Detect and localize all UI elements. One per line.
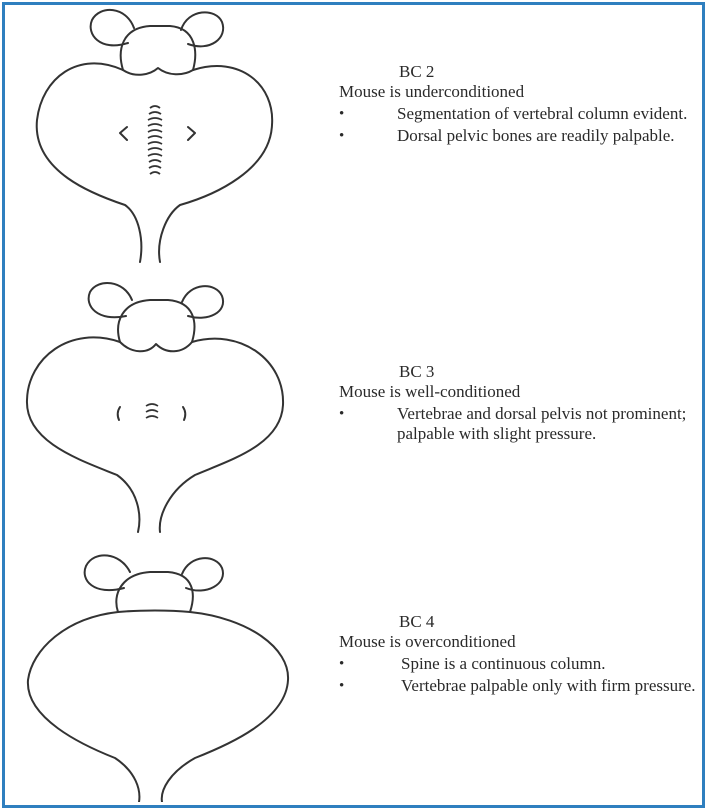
condition-row-bc4: BC 4 Mouse is overconditioned • Spine is… — [0, 540, 711, 802]
condition-description-bc3: BC 3 Mouse is well-conditioned • Vertebr… — [339, 362, 697, 444]
condition-bullet: • Spine is a continuous column. — [339, 654, 703, 674]
bullet-icon: • — [339, 126, 349, 146]
condition-bullet-list: • Segmentation of vertebral column evide… — [339, 104, 697, 146]
condition-bullet-list: • Spine is a continuous column. • Verteb… — [339, 654, 703, 696]
condition-summary: Mouse is underconditioned — [339, 82, 697, 102]
bullet-icon: • — [339, 104, 349, 124]
mouse-illustration-bc3 — [0, 270, 320, 540]
condition-bullet-list: • Vertebrae and dorsal pelvis not promin… — [339, 404, 697, 444]
mouse-illustration-bc4 — [0, 540, 320, 802]
bullet-icon: • — [339, 404, 349, 424]
bullet-text: Vertebrae and dorsal pelvis not prominen… — [397, 404, 697, 444]
condition-description-bc2: BC 2 Mouse is underconditioned • Segment… — [339, 62, 697, 146]
condition-row-bc2: BC 2 Mouse is underconditioned • Segment… — [0, 0, 711, 270]
condition-bullet: • Dorsal pelvic bones are readily palpab… — [339, 126, 697, 146]
condition-bullet: • Vertebrae and dorsal pelvis not promin… — [339, 404, 697, 444]
bullet-text: Vertebrae palpable only with firm pressu… — [403, 676, 703, 696]
condition-bullet: • Vertebrae palpable only with firm pres… — [339, 676, 703, 696]
bullet-icon: • — [339, 654, 349, 674]
condition-description-bc4: BC 4 Mouse is overconditioned • Spine is… — [339, 612, 703, 696]
condition-title: BC 4 — [339, 612, 703, 632]
condition-title: BC 3 — [339, 362, 697, 382]
condition-summary: Mouse is overconditioned — [339, 632, 703, 652]
bullet-icon: • — [339, 676, 349, 696]
bullet-text: Dorsal pelvic bones are readily palpable… — [397, 126, 697, 146]
bullet-text: Spine is a continuous column. — [403, 654, 703, 674]
condition-row-bc3: BC 3 Mouse is well-conditioned • Vertebr… — [0, 270, 711, 540]
condition-bullet: • Segmentation of vertebral column evide… — [339, 104, 697, 124]
mouse-illustration-bc2 — [0, 0, 320, 270]
condition-title: BC 2 — [339, 62, 697, 82]
condition-summary: Mouse is well-conditioned — [339, 382, 697, 402]
bullet-text: Segmentation of vertebral column evident… — [397, 104, 697, 124]
